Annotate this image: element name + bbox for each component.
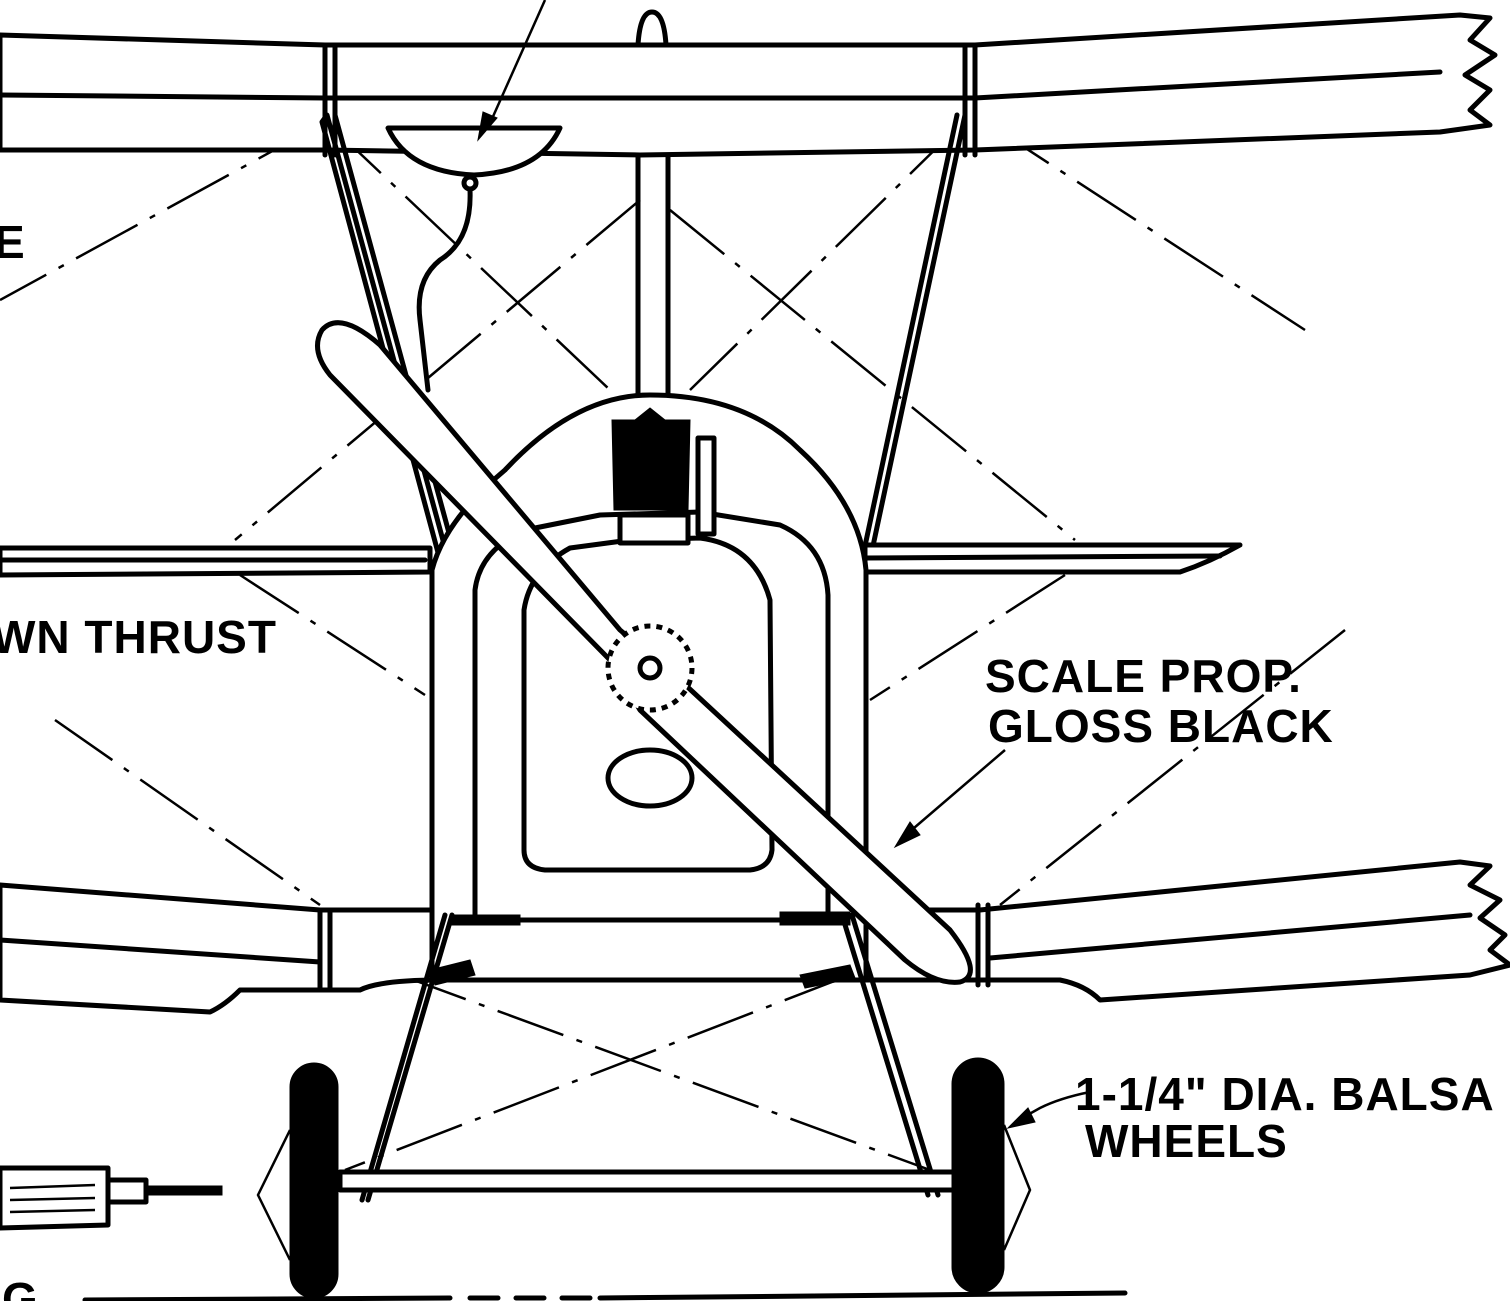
label-prop-line2: GLOSS BLACK <box>988 700 1334 752</box>
label-down-thrust: WN THRUST <box>0 611 277 663</box>
propeller <box>315 320 973 985</box>
cabane-strut <box>635 152 671 398</box>
label-wheels-line2: WHEELS <box>1085 1115 1288 1167</box>
left-detail-fragment <box>0 1165 223 1231</box>
leader-lines <box>893 749 1091 1129</box>
gravity-tank <box>385 0 563 393</box>
top-wing <box>0 9 1498 158</box>
ground-line <box>82 1290 1128 1301</box>
label-top-left-fragment: E <box>0 216 26 268</box>
labels: E WN THRUST SCALE PROP. GLOSS BLACK 1-1/… <box>0 216 1495 1301</box>
label-prop-line1: SCALE PROP. <box>985 650 1302 702</box>
bracing-wires <box>0 123 1346 1172</box>
label-bottom-left-fragment: G <box>2 1273 39 1301</box>
label-wheels-line1: 1-1/4" DIA. BALSA <box>1075 1068 1495 1120</box>
left-wheel <box>256 1062 339 1299</box>
right-wheel <box>951 1057 1032 1294</box>
landing-gear <box>256 912 1032 1299</box>
